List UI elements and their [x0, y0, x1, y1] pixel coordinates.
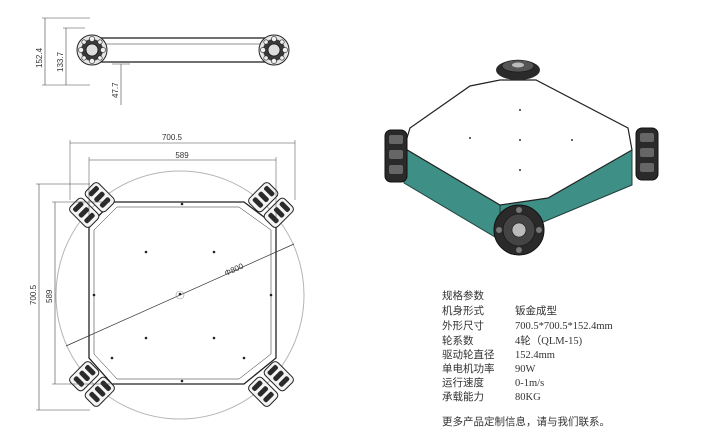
spec-value: 700.5*700.5*152.4mm: [515, 321, 613, 332]
side-view: 152.4 133.7 47.7: [35, 17, 290, 105]
spec-label: 单电机功率: [442, 362, 495, 375]
side-left-wheel-icon: [76, 34, 108, 66]
spec-label: 驱动轮直径: [442, 348, 495, 361]
side-view-body: [94, 37, 276, 63]
spec-label: 运行速度: [442, 376, 484, 389]
footer-note: 更多产品定制信息，请与我们联系。: [442, 415, 610, 428]
ground-clearance-label: 47.7: [111, 82, 120, 98]
side-right-wheel-icon: [258, 34, 290, 66]
iso-front-wheel-icon: [493, 204, 545, 256]
spec-value: 90W: [515, 364, 536, 375]
body-height-label: 133.7: [56, 51, 65, 72]
spec-value: 钣金成型: [515, 304, 557, 317]
spec-value: 0-1m/s: [515, 378, 544, 389]
spec-value: 80KG: [515, 392, 541, 403]
spec-title: 规格参数: [442, 289, 484, 302]
top-view-chassis: [88, 201, 277, 385]
iso-left-wheel-icon: [384, 129, 408, 183]
spec-value: 4轮（QLM-15): [515, 334, 583, 347]
isometric-view: [384, 59, 659, 256]
depth-total-label: 700.5: [29, 284, 38, 305]
width-total-label: 700.5: [162, 133, 183, 142]
top-view: Φ800 700.5 589: [29, 133, 305, 420]
width-inner-label: 589: [175, 151, 189, 160]
iso-top-plate: [403, 79, 633, 206]
spec-label: 轮系数: [442, 334, 474, 347]
spec-label: 机身形式: [442, 304, 484, 317]
depth-inner-label: 589: [45, 289, 54, 303]
spec-label: 承载能力: [442, 390, 484, 403]
diameter-circle: [55, 170, 305, 420]
spec-label: 外形尺寸: [442, 319, 484, 332]
overall-height-label: 152.4: [35, 47, 44, 68]
iso-right-wheel-icon: [635, 127, 659, 181]
spec-value: 152.4mm: [515, 350, 555, 361]
spec-table: 规格参数 机身形式 钣金成型 外形尺寸 700.5*700.5*152.4mm …: [442, 289, 613, 428]
iso-top-wheel-icon: [496, 59, 540, 80]
